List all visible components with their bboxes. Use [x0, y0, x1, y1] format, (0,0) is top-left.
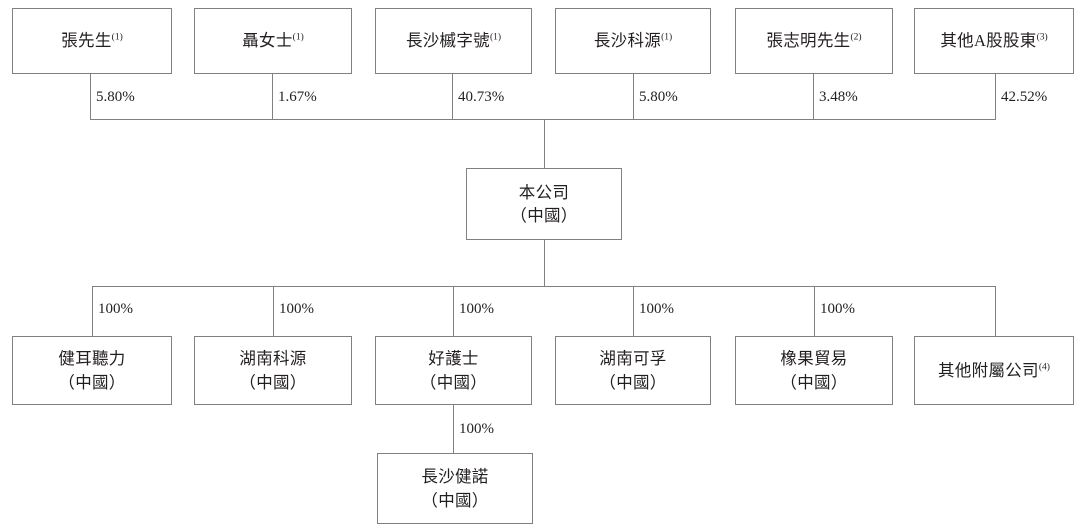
subsidiary-label: 湖南可孚 （中國） [599, 349, 667, 392]
subsidiary-box-changsha-jiannuo: 長沙健諾 （中國） [377, 453, 533, 524]
edge-changsha-xiezihao-down [452, 74, 453, 120]
shareholder-box-zhang-xiansheng: 張先生(1) [12, 8, 172, 74]
shareholder-box-changsha-xiezihao: 長沙槭字號(1) [375, 8, 532, 74]
subsidiary-label: 健耳聽力 （中國） [58, 349, 126, 392]
edge-lower-bus [92, 286, 996, 287]
subsidiary-label: 好護士 （中國） [419, 349, 488, 392]
shareholder-label: 張志明先生(2) [766, 31, 862, 51]
ownership-pct-hunan-kefu: 100% [639, 301, 674, 317]
subsidiary-box-hunan-keyuan: 湖南科源 （中國） [194, 336, 352, 405]
shareholder-box-zhang-zhiming: 張志明先生(2) [735, 8, 893, 74]
ownership-pct-jianer-tingli: 100% [98, 301, 133, 317]
ownership-pct-xiangguo-maoyi: 100% [820, 301, 855, 317]
ownership-pct-other-a-shareholders: 42.52% [1001, 89, 1048, 105]
subsidiary-label: 湖南科源 （中國） [239, 349, 307, 392]
shareholder-label: 長沙槭字號(1) [405, 31, 502, 51]
edge-hunan-kefu-down [633, 286, 634, 336]
edge-jianer-tingli-down [92, 286, 93, 336]
ownership-pct-nie-nvshi: 1.67% [278, 89, 317, 105]
subsidiary-label: 橡果貿易 （中國） [780, 349, 848, 392]
ownership-pct-changsha-xiezihao: 40.73% [458, 89, 505, 105]
edge-zhang-xiansheng-down [90, 74, 91, 120]
edge-hunan-keyuan-down [273, 286, 274, 336]
edge-bus-to-company [544, 119, 545, 168]
company-label: 本公司 （中國） [510, 182, 578, 225]
shareholder-label: 長沙科源(1) [593, 31, 673, 51]
edge-haohushi-down [453, 286, 454, 336]
edge-upper-bus [90, 119, 996, 120]
edge-zhang-zhiming-down [813, 74, 814, 120]
edge-other-subsidiaries-down [995, 286, 996, 336]
subsidiary-box-jianer-tingli: 健耳聽力 （中國） [12, 336, 172, 405]
ownership-pct-changsha-keyuan: 5.80% [639, 89, 678, 105]
subsidiary-label: 其他附屬公司(4) [938, 360, 1050, 380]
shareholder-label: 其他A股股東(3) [940, 31, 1048, 51]
edge-nie-nvshi-down [272, 74, 273, 120]
subsidiary-box-haohushi: 好護士 （中國） [375, 336, 532, 405]
shareholder-box-other-a-shareholders: 其他A股股東(3) [914, 8, 1074, 74]
subsidiary-box-other-subsidiaries: 其他附屬公司(4) [914, 336, 1074, 405]
edge-xiangguo-maoyi-down [814, 286, 815, 336]
shareholder-box-changsha-keyuan: 長沙科源(1) [555, 8, 711, 74]
company-box-the-company: 本公司 （中國） [466, 168, 622, 240]
ownership-pct-zhang-zhiming: 3.48% [819, 89, 858, 105]
shareholder-box-nie-nvshi: 聶女士(1) [194, 8, 352, 74]
ownership-pct-zhang-xiansheng: 5.80% [96, 89, 135, 105]
edge-company-to-bus [544, 240, 545, 287]
ownership-pct-hunan-keyuan: 100% [279, 301, 314, 317]
ownership-pct-haohushi: 100% [459, 301, 494, 317]
shareholder-label: 張先生(1) [61, 31, 123, 51]
subsidiary-label: 長沙健諾 （中國） [421, 467, 489, 510]
edge-haohushi-to-changsha-jiannuo [453, 405, 454, 453]
ownership-pct-changsha-jiannuo: 100% [459, 421, 494, 437]
shareholder-label: 聶女士(1) [242, 31, 304, 51]
edge-other-a-shareholders-down [995, 74, 996, 120]
subsidiary-box-xiangguo-maoyi: 橡果貿易 （中國） [735, 336, 893, 405]
edge-changsha-keyuan-down [633, 74, 634, 120]
subsidiary-box-hunan-kefu: 湖南可孚 （中國） [555, 336, 711, 405]
